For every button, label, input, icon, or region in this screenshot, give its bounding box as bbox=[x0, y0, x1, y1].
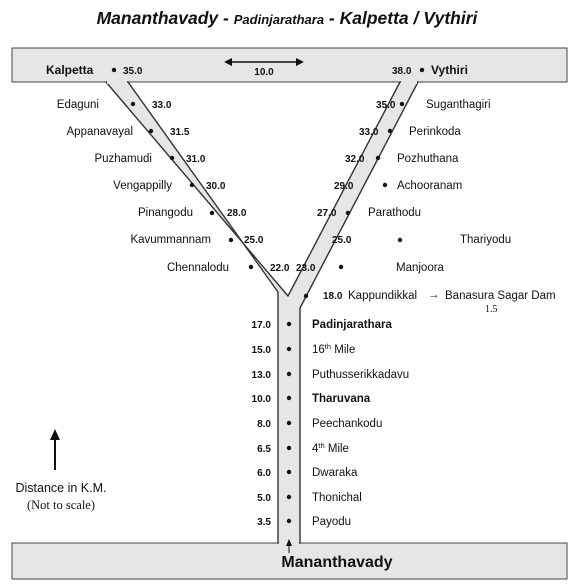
place-dot bbox=[248, 264, 254, 270]
place-dot bbox=[303, 293, 309, 299]
place-label: Parathodu bbox=[368, 207, 421, 219]
place-dot bbox=[286, 469, 292, 475]
mananthavady-label: Mananthavady bbox=[281, 554, 392, 571]
y-road bbox=[105, 81, 419, 544]
kalpetta-label: Kalpetta bbox=[46, 63, 94, 77]
place-label: Manjoora bbox=[396, 262, 445, 274]
km-label: 13.0 bbox=[252, 370, 272, 381]
kalpetta-km: 35.0 bbox=[123, 66, 143, 77]
place-dot bbox=[387, 128, 393, 134]
place-label: Dwaraka bbox=[312, 467, 358, 479]
place-label: Vengappilly bbox=[113, 180, 172, 192]
km-label: 3.5 bbox=[257, 517, 271, 528]
banasura-sagar-dam-label: Banasura Sagar Dam bbox=[445, 290, 556, 302]
place-label: Chennalodu bbox=[167, 262, 229, 274]
km-label: 28.0 bbox=[227, 208, 247, 219]
right-branch: 35.0 Suganthagiri 33.0 Perinkoda 32.0 Po… bbox=[296, 99, 556, 315]
km-label: 27.0 bbox=[317, 208, 337, 219]
place-dot bbox=[228, 237, 234, 243]
place-label: Thariyodu bbox=[460, 234, 511, 246]
km-label: 8.0 bbox=[257, 419, 271, 430]
gap-km: 10.0 bbox=[254, 67, 274, 78]
place-dot bbox=[375, 155, 381, 161]
place-label: Appanavayal bbox=[67, 126, 134, 138]
place-label: Achooranam bbox=[397, 180, 462, 192]
place-label: Suganthagiri bbox=[426, 99, 491, 111]
place-label: Thonichal bbox=[312, 492, 362, 504]
km-label: 5.0 bbox=[257, 493, 271, 504]
place-dot bbox=[397, 237, 403, 243]
place-dot bbox=[286, 445, 292, 451]
km-label: 17.0 bbox=[252, 320, 272, 331]
place-dot bbox=[286, 321, 292, 327]
left-branch: Edaguni 33.0 Appanavayal 31.5 Puzhamudi … bbox=[57, 99, 290, 274]
km-label: 25.0 bbox=[244, 235, 264, 246]
place-dot bbox=[382, 182, 388, 188]
top-road bbox=[11, 47, 568, 83]
km-label: 6.0 bbox=[257, 468, 271, 479]
place-dot bbox=[130, 101, 136, 107]
place-dot bbox=[338, 264, 344, 270]
side-road-arrow: → bbox=[428, 289, 440, 301]
place-label: Pinangodu bbox=[138, 207, 193, 219]
place-dot bbox=[148, 128, 154, 134]
north-arrow bbox=[50, 429, 60, 470]
place-label: Payodu bbox=[312, 516, 351, 528]
place-label: 16th Mile bbox=[312, 342, 355, 356]
km-label: 23.0 bbox=[296, 263, 316, 274]
diagram-title: Mananthavady - Padinjarathara - Kalpetta… bbox=[97, 8, 479, 28]
place-dot bbox=[286, 420, 292, 426]
place-label: Peechankodu bbox=[312, 418, 382, 430]
place-dot bbox=[286, 395, 292, 401]
place-label: Puthusserikkadavu bbox=[312, 369, 409, 381]
km-label: 32.0 bbox=[345, 154, 365, 165]
place-dot bbox=[286, 518, 292, 524]
km-label: 31.5 bbox=[170, 127, 190, 138]
place-label: Puzhamudi bbox=[94, 153, 152, 165]
km-label: 18.0 bbox=[323, 291, 343, 302]
kalpetta-dot bbox=[111, 67, 117, 73]
place-dot bbox=[189, 182, 195, 188]
km-label: 25.0 bbox=[332, 235, 352, 246]
place-label: Perinkoda bbox=[409, 126, 461, 138]
km-label: 15.0 bbox=[252, 345, 272, 356]
km-label: 33.0 bbox=[359, 127, 379, 138]
place-dot bbox=[286, 371, 292, 377]
legend-not-to-scale: (Not to scale) bbox=[27, 498, 95, 512]
place-dot bbox=[169, 155, 175, 161]
place-label: Kavummannam bbox=[130, 234, 211, 246]
stem-road: 17.0 Padinjarathara 15.0 16th Mile 13.0 … bbox=[252, 319, 410, 528]
place-dot bbox=[286, 346, 292, 352]
distance-arrow bbox=[224, 58, 304, 66]
place-dot bbox=[345, 210, 351, 216]
place-dot bbox=[399, 101, 405, 107]
km-label: 22.0 bbox=[270, 263, 290, 274]
km-label: 33.0 bbox=[152, 100, 172, 111]
place-label: Pozhuthana bbox=[397, 153, 459, 165]
km-label: 30.0 bbox=[206, 181, 226, 192]
place-label: Edaguni bbox=[57, 99, 99, 111]
km-label: 35.0 bbox=[376, 100, 396, 111]
place-label: Kappundikkal bbox=[348, 290, 417, 302]
place-dot bbox=[286, 494, 292, 500]
dam-distance: 1.5 bbox=[485, 304, 498, 315]
place-dot bbox=[209, 210, 215, 216]
place-label: Tharuvana bbox=[312, 393, 371, 405]
start-arrow bbox=[286, 539, 292, 553]
place-label: Padinjarathara bbox=[312, 319, 392, 331]
place-label: 4th Mile bbox=[312, 441, 349, 455]
km-label: 6.5 bbox=[257, 444, 271, 455]
legend-distance-unit: Distance in K.M. bbox=[15, 481, 106, 495]
vythiri-dot bbox=[419, 67, 425, 73]
vythiri-km: 38.0 bbox=[392, 66, 412, 77]
vythiri-label: Vythiri bbox=[431, 63, 468, 77]
km-label: 31.0 bbox=[186, 154, 206, 165]
km-label: 10.0 bbox=[252, 394, 272, 405]
km-label: 29.0 bbox=[334, 181, 354, 192]
